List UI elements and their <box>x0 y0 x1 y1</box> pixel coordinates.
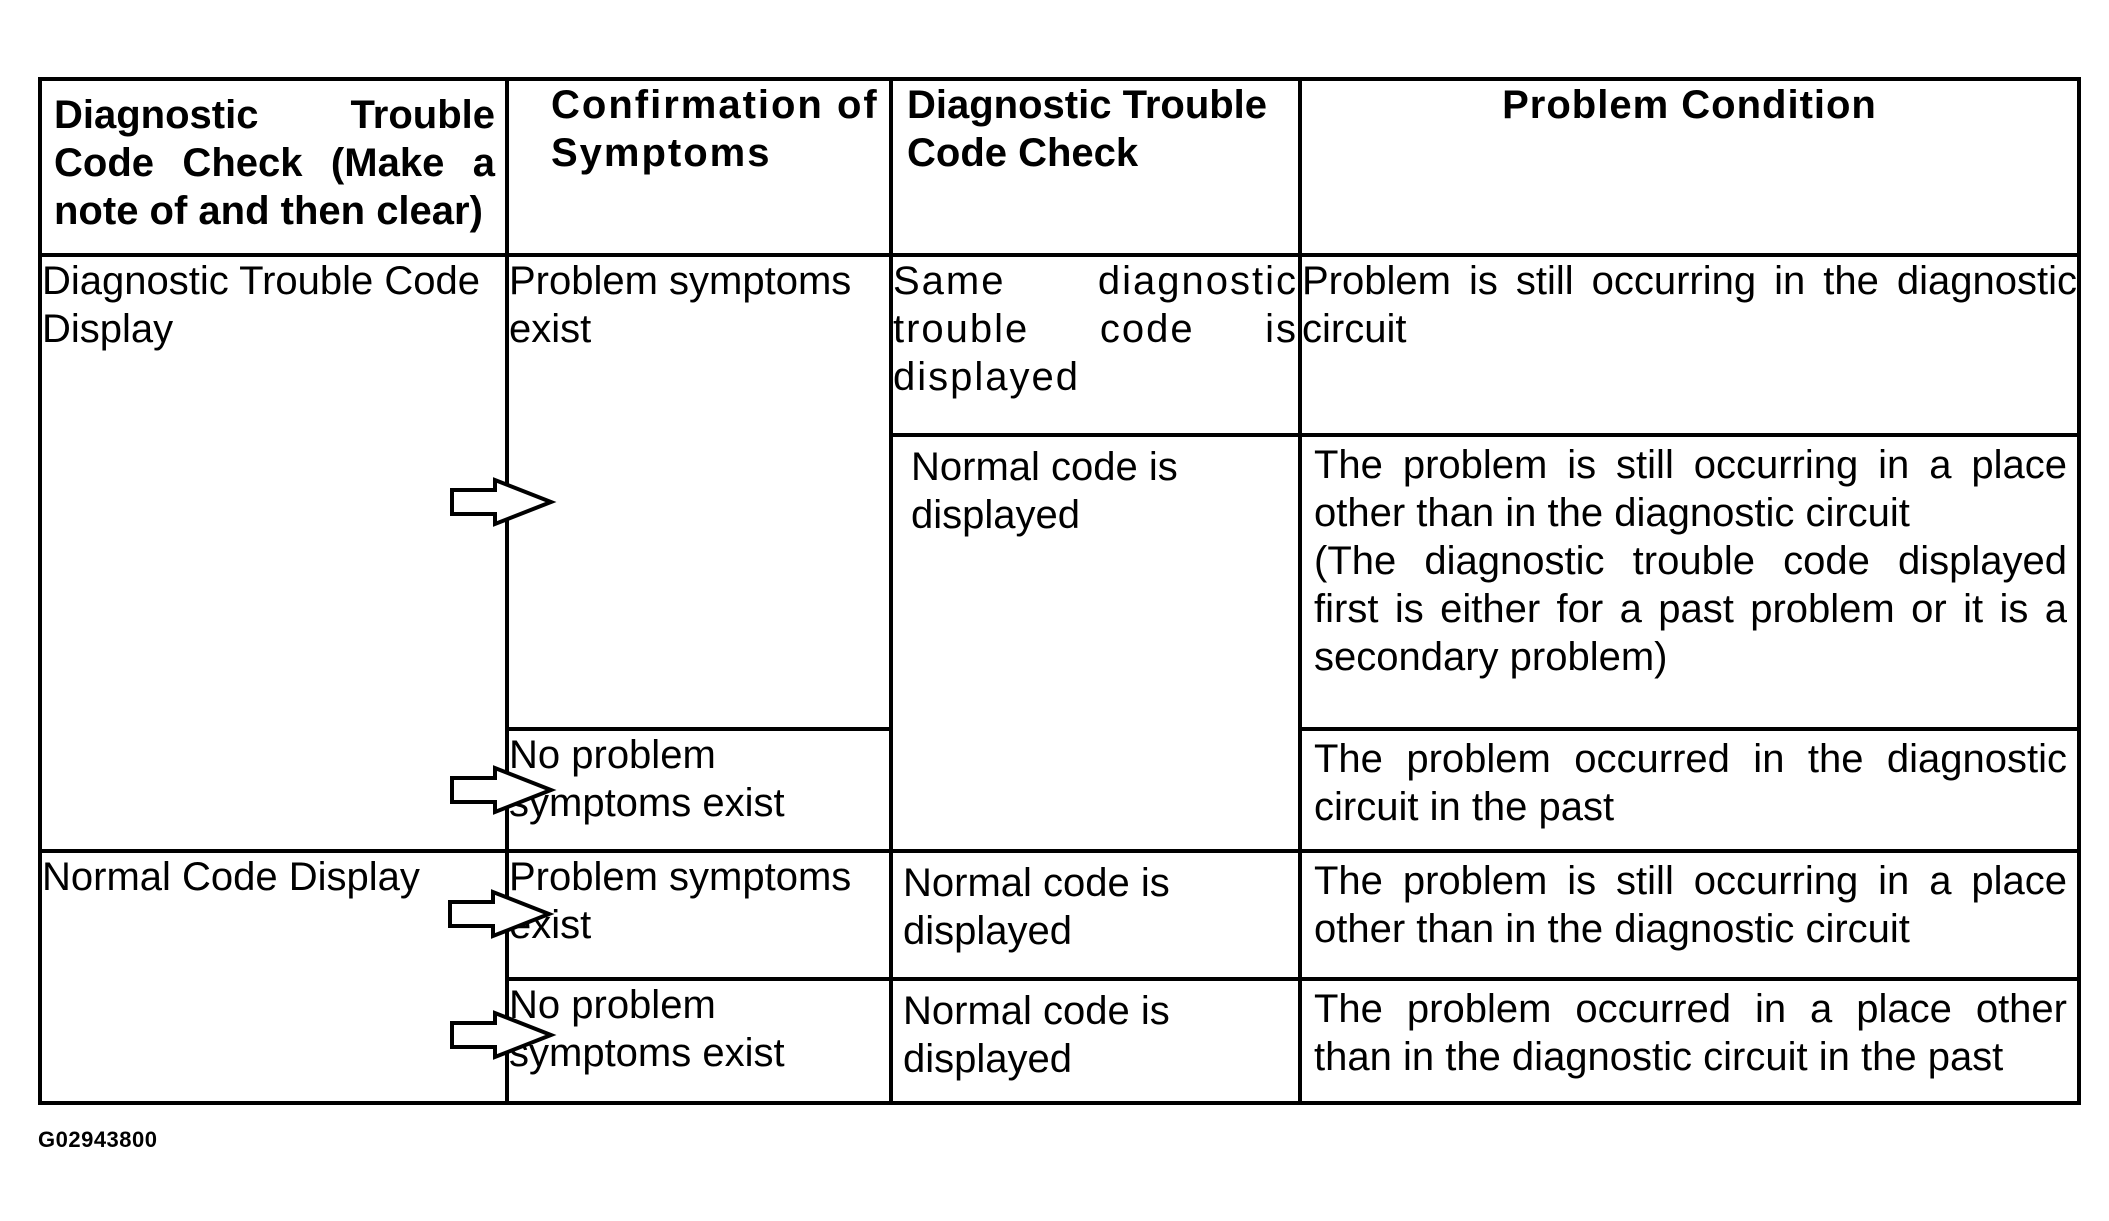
condition-other-place-cell: The problem is still occurring in a plac… <box>1298 433 2081 731</box>
header-dtc-check: Diagnostic Trouble Code Check <box>889 77 1302 257</box>
normal-code-displayed-cell: Normal code is displayed <box>889 849 1302 981</box>
header-dtc-check-make-note: Diagnostic Trouble Code Check (Make a no… <box>38 77 509 257</box>
table-header-row: Diagnostic Trouble Code Check (Make a no… <box>38 77 2081 257</box>
condition-past-other-place-cell: The problem occurred in a place other th… <box>1298 977 2081 1105</box>
condition-other-place-text: The problem is still occurring in a plac… <box>1314 443 2067 535</box>
table-row: Normal Code Display Problem symptoms exi… <box>38 849 2081 1105</box>
table-row: No problem symptoms exist The problem oc… <box>40 727 2081 853</box>
normal-no-symptoms-cell: No problem symptoms exist <box>505 977 893 1105</box>
normal-code-displayed-cell: Normal code is displayed <box>889 433 1302 853</box>
dtc-symptoms-exist-cell: Problem symptoms exist <box>505 253 893 731</box>
condition-secondary-note: (The diagnostic trouble code displayed f… <box>1314 539 2067 679</box>
figure-id: G02943800 <box>38 1127 158 1152</box>
dtc-check-table: Diagnostic Trouble Code Check (Make a no… <box>38 77 2081 1105</box>
header-confirmation-of-symptoms: Confirmation of Symptoms <box>505 77 893 257</box>
normal-code-displayed-cell: Normal code is displayed <box>889 977 1302 1105</box>
table-row: No problem symptoms exist Normal code is… <box>40 977 2081 1105</box>
condition-still-other-place-cell: The problem is still occurring in a plac… <box>1298 849 2081 981</box>
normal-symptoms-exist-cell: Problem symptoms exist <box>505 849 893 981</box>
header-problem-condition: Problem Condition <box>1298 77 2081 257</box>
dtc-no-symptoms-cell: No problem symptoms exist <box>505 727 893 853</box>
normal-code-display-cell: Normal Code Display <box>38 849 509 1105</box>
same-code-displayed-cell: Same diagnostic trouble code is displaye… <box>889 253 1302 437</box>
condition-still-in-circuit-cell: Problem is still occurring in the diagno… <box>1298 253 2081 437</box>
table-row: Normal code is displayed The problem is … <box>40 433 2081 853</box>
condition-past-circuit-cell: The problem occurred in the diagnostic c… <box>1298 727 2081 853</box>
dtc-display-cell: Diagnostic Trouble Code Display <box>38 253 509 853</box>
table-row: Diagnostic Trouble Code Display Problem … <box>38 253 2081 853</box>
